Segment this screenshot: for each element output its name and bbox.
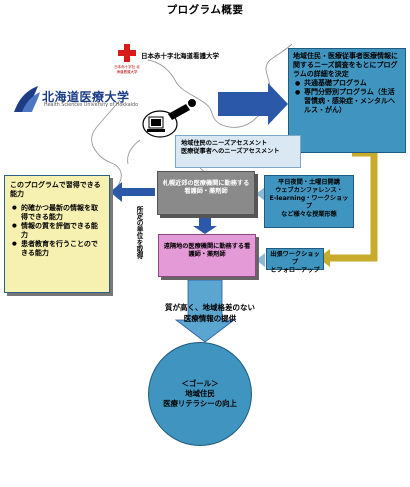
survey-heading: 地域住民・医療従事者医療情報に関するニーズ調査をもとにプログラムの詳細を決定 — [293, 52, 398, 78]
jrc-logo-caption: 日本赤十字社 北海道看護大学 — [114, 65, 140, 74]
abilities-box: このプログラムで習得できる能力 的確かつ最新の情報を取得できる能力 情報の質を評… — [4, 175, 110, 293]
course-format-line: 平日夜間・土曜日開講 — [278, 179, 340, 186]
course-format-line: ウェブカンファレンス・ — [275, 187, 343, 194]
ability-item: 患者教育を行うことのできる能力 — [12, 240, 104, 258]
abilities-heading: このプログラムで習得できる能力 — [10, 181, 101, 198]
jrc-university-name: 日本赤十字北海道看護大学 — [141, 52, 219, 60]
assessment-line: 地域住民のニーズアセスメント — [181, 140, 268, 147]
course-format-line: など様々な授業形態 — [281, 211, 337, 218]
needs-assessment-box: 地域住民のニーズアセスメント 医療従事者へのニーズアセスメント — [175, 135, 301, 168]
remote-professionals-box: 遠隔地の医療機関に勤務する看護師・薬剤師 — [158, 234, 256, 277]
goal-line: 地域住民 — [185, 389, 215, 398]
red-cross-icon — [118, 44, 136, 62]
arrow-to-courses — [256, 187, 265, 201]
quality-line: 医療情報の提供 — [183, 314, 237, 323]
computer-icon — [142, 99, 196, 138]
workshop-line: 出張ワークショップ — [270, 251, 320, 266]
goal-heading: ＜ゴール＞ — [181, 379, 219, 388]
survey-program-list: 共通基礎プログラム 専門分野別プログラム（生活習慣病・感染症・メンタルヘルス・が… — [293, 79, 401, 115]
abilities-list: 的確かつ最新の情報を取得できる能力 情報の質を評価できる能力 患者教育を行うこと… — [10, 204, 104, 258]
needs-survey-box: 地域住民・医療従事者医療情報に関するニーズ調査をもとにプログラムの詳細を決定 共… — [288, 48, 406, 153]
hokkaido-map-outline — [91, 43, 293, 195]
ability-item: 的確かつ最新の情報を取得できる能力 — [12, 204, 104, 222]
arrow-to-abilities — [110, 182, 155, 202]
credit-acquisition-label: 所定の単位を取得 — [135, 206, 143, 259]
ability-item: 情報の質を評価できる能力 — [12, 222, 104, 240]
sapporo-professionals-box: 札幌近郊の医療機関に勤務する看護師・薬剤師 — [157, 171, 255, 215]
page-title: プログラム概要 — [166, 4, 244, 16]
arrow-down-sapporo — [193, 216, 217, 234]
hiu-university-name: 北海道医療大学 — [42, 90, 130, 104]
program-item: 専門分野別プログラム（生活習慣病・感染症・メンタルヘルス・がん） — [295, 88, 401, 115]
course-format-line: E-learning・ワークショップ — [269, 195, 349, 210]
goal-line: 医療リテラシーの向上 — [163, 399, 237, 408]
quality-line: 質が高く、地域格差のない — [165, 303, 255, 312]
course-format-box: 平日夜間・土曜日開講 ウェブカンファレンス・ E-learning・ワークショッ… — [264, 175, 354, 228]
hiu-university-english-name: Health Sciences University of Hokkaido — [44, 103, 139, 108]
arrow-to-workshop — [256, 253, 265, 267]
assessment-line: 医療従事者へのニーズアセスメント — [181, 148, 280, 155]
arrow-down-to-goal — [174, 279, 236, 343]
blue-arrow-to-survey — [218, 83, 288, 125]
gold-connector-arrow — [330, 149, 378, 262]
goal-circle: ＜ゴール＞ 地域住民 医療リテラシーの向上 — [148, 342, 252, 446]
university-emblem-icon — [14, 86, 40, 112]
outreach-workshop-box: 出張ワークショップ とフォローアップ — [266, 248, 324, 274]
workshop-line: とフォローアップ — [270, 267, 320, 274]
program-item: 共通基礎プログラム — [295, 79, 401, 88]
quality-information-label: 質が高く、地域格差のない 医療情報の提供 — [140, 302, 280, 324]
gold-arrow-head — [318, 249, 330, 267]
